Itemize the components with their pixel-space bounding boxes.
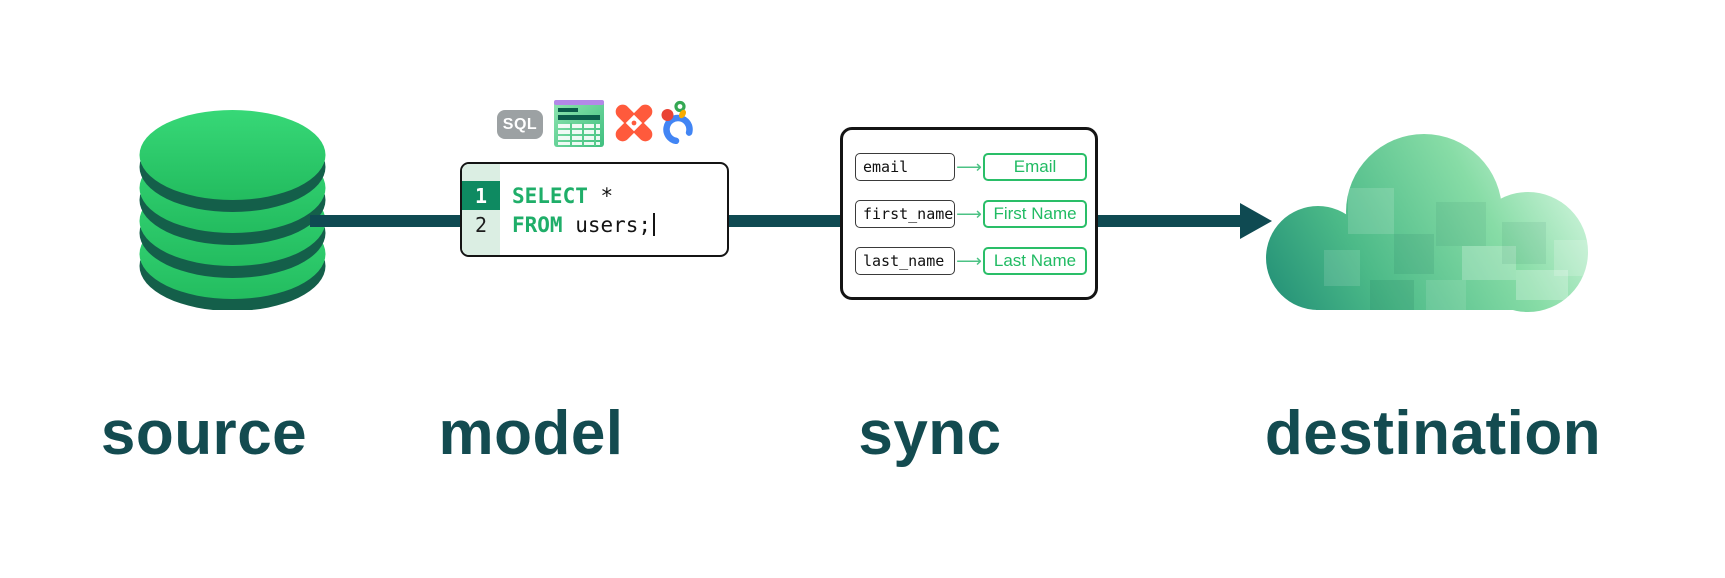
code-line: 1 SELECT * — [462, 181, 613, 210]
mapping-arrow-icon: ⟶ — [956, 157, 982, 177]
connector-source-model — [310, 215, 462, 227]
sql-code: * — [587, 183, 614, 208]
field-mapping-panel: email ⟶ Email first_name ⟶ First Name la… — [840, 127, 1098, 300]
source-field: email — [855, 153, 955, 181]
line-number: 2 — [474, 212, 488, 237]
code-text: SELECT * — [500, 184, 613, 208]
destination-field: First Name — [983, 200, 1087, 228]
stage-label-sync: sync — [858, 399, 1002, 468]
mapping-row: email ⟶ Email — [855, 153, 1095, 181]
destination-field: Email — [983, 153, 1087, 181]
stage-label-destination: destination — [1264, 399, 1602, 468]
text-cursor — [653, 213, 656, 236]
sql-code-block: 1 SELECT * 2 FROM users; — [460, 162, 729, 257]
stage-label-source: source — [100, 399, 308, 468]
code-line: 2 FROM users; — [462, 210, 656, 239]
code-text: FROM users; — [500, 212, 656, 237]
sql-code: users; — [562, 212, 652, 237]
connector-model-sync — [727, 215, 842, 227]
cloud-icon — [1266, 134, 1588, 312]
mapping-arrow-icon: ⟶ — [956, 251, 982, 271]
source-field: last_name — [855, 247, 955, 275]
connector-sync-destination — [1096, 215, 1244, 227]
spreadsheet-icon — [554, 100, 604, 147]
sql-keyword: SELECT — [512, 183, 588, 208]
dbt-icon — [615, 104, 653, 142]
sql-keyword: FROM — [512, 212, 563, 237]
source-field: first_name — [855, 200, 955, 228]
stage-label-model: model — [438, 399, 624, 468]
arrow-head-icon — [1240, 203, 1272, 239]
mapping-row: first_name ⟶ First Name — [855, 200, 1095, 228]
mapping-row: last_name ⟶ Last Name — [855, 247, 1095, 275]
database-icon — [139, 110, 326, 310]
sql-badge-icon: SQL — [497, 110, 543, 139]
line-number: 1 — [462, 181, 500, 210]
looker-icon — [661, 100, 693, 144]
destination-field: Last Name — [983, 247, 1087, 275]
mapping-arrow-icon: ⟶ — [956, 204, 982, 224]
